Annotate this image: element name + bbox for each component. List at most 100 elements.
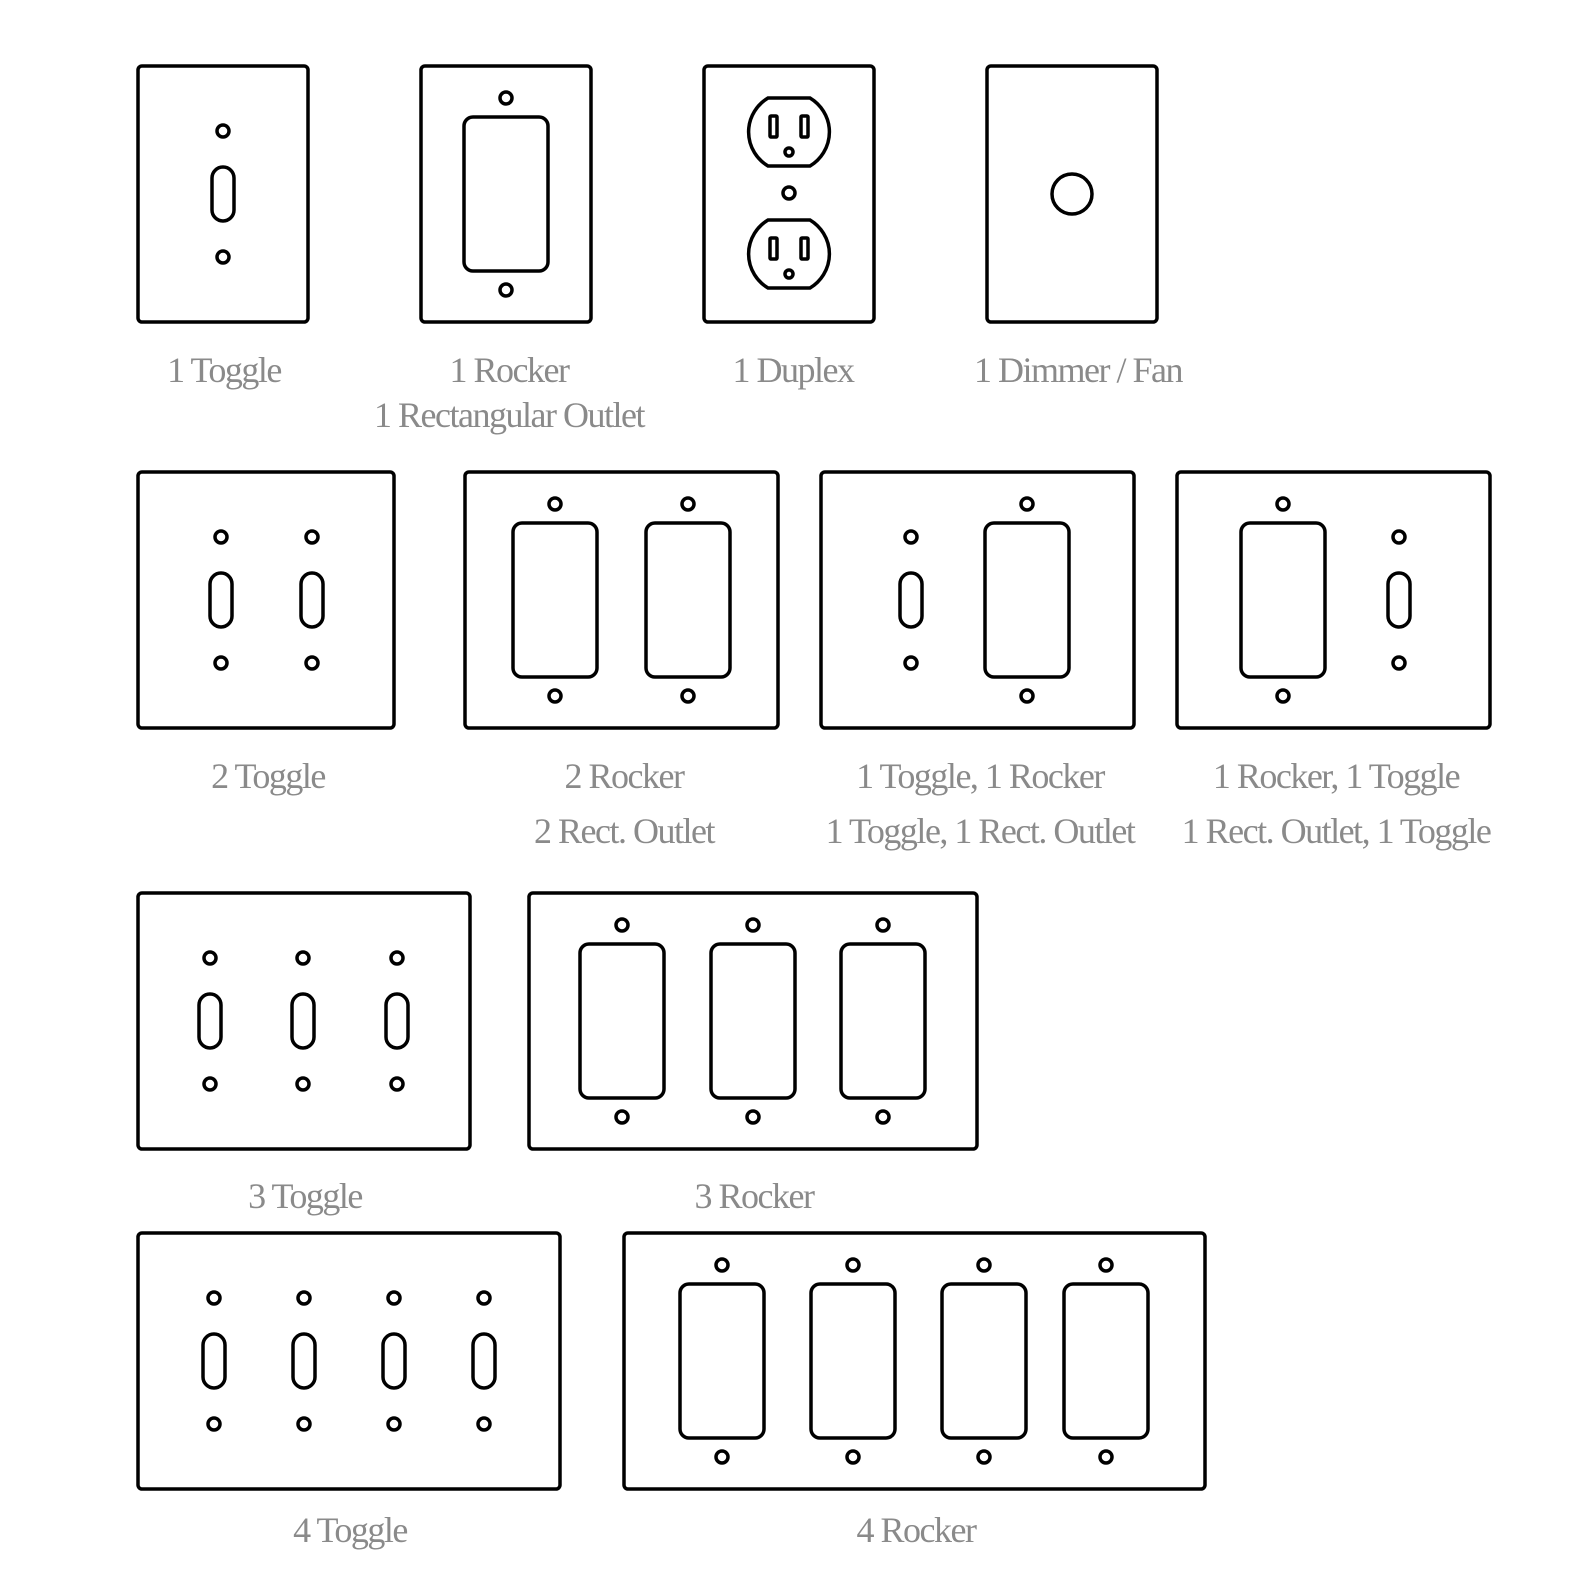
screw-hole (547, 496, 563, 512)
label-rocker-toggle: 1 Rocker, 1 Toggle (1212, 756, 1461, 796)
label-toggle-rect-outlet: 1 Toggle, 1 Rect. Outlet (825, 811, 1136, 851)
rocker-opening (839, 942, 927, 1100)
plate-frame (136, 64, 310, 324)
plate-1-rocker (419, 64, 593, 324)
rocker-opening (709, 942, 797, 1100)
screw-hole (845, 1449, 861, 1465)
ground-hole (783, 268, 795, 280)
label-2-toggle: 2 Toggle (211, 756, 326, 796)
toggle-slot (471, 1332, 497, 1390)
plate-4-toggle (136, 1231, 562, 1491)
screw-hole (680, 496, 696, 512)
plate-frame (1175, 470, 1492, 730)
label-2-rocker: 2 Rocker (564, 756, 685, 796)
screw-hole (1391, 655, 1407, 671)
plate-frame (136, 891, 472, 1151)
duplex-receptacle (746, 218, 832, 290)
plate-rocker-toggle (1175, 470, 1492, 730)
plate-frame (985, 64, 1159, 324)
screw-hole (304, 529, 320, 545)
plate-toggle-rocker (819, 470, 1136, 730)
screw-hole (296, 1416, 312, 1432)
toggle-slot (299, 571, 325, 629)
screw-hole (202, 1076, 218, 1092)
label-1-duplex: 1 Duplex (732, 350, 855, 390)
plate-frame (702, 64, 876, 324)
toggle-slot (290, 992, 316, 1050)
label-toggle-rocker: 1 Toggle, 1 Rocker (856, 756, 1105, 796)
screw-hole (976, 1257, 992, 1273)
label-rect-outlet-toggle: 1 Rect. Outlet, 1 Toggle (1181, 811, 1492, 851)
screw-hole (1391, 529, 1407, 545)
screw-hole (714, 1257, 730, 1273)
screw-hole (213, 655, 229, 671)
plate-2-rocker (463, 470, 780, 730)
screw-hole (745, 917, 761, 933)
label-1-toggle: 1 Toggle (167, 350, 282, 390)
screw-hole (389, 950, 405, 966)
toggle-slot (384, 992, 410, 1050)
screw-hole (547, 688, 563, 704)
screw-hole (976, 1449, 992, 1465)
receptacle-slot (768, 114, 779, 139)
plate-3-rocker (527, 891, 979, 1151)
screw-hole (206, 1290, 222, 1306)
label-3-rocker: 3 Rocker (694, 1176, 815, 1216)
receptacle-slot (768, 236, 779, 261)
receptacle-slot (799, 114, 810, 139)
screw-hole (1275, 688, 1291, 704)
toggle-slot (898, 571, 924, 629)
screw-hole (498, 282, 514, 298)
screw-hole (296, 1290, 312, 1306)
plate-1-duplex (702, 64, 876, 324)
plate-1-toggle (136, 64, 310, 324)
rocker-opening (1239, 521, 1327, 679)
toggle-slot (1386, 571, 1412, 629)
screw-hole (476, 1290, 492, 1306)
screw-hole (295, 1076, 311, 1092)
screw-hole (213, 529, 229, 545)
screw-hole (875, 917, 891, 933)
receptacle-face (746, 218, 832, 290)
screw-hole (206, 1416, 222, 1432)
screw-hole (745, 1109, 761, 1125)
screw-hole (1098, 1449, 1114, 1465)
rocker-opening (983, 521, 1071, 679)
rocker-opening (809, 1282, 897, 1440)
plate-frame (527, 891, 979, 1151)
screw-hole (215, 249, 231, 265)
plate-frame (622, 1231, 1207, 1491)
plate-frame (136, 1231, 562, 1491)
screw-hole (304, 655, 320, 671)
screw-hole (1098, 1257, 1114, 1273)
plate-1-dimmer (985, 64, 1159, 324)
screw-hole (614, 1109, 630, 1125)
rocker-opening (462, 115, 550, 273)
screw-hole (903, 655, 919, 671)
screw-hole (714, 1449, 730, 1465)
screw-hole (215, 123, 231, 139)
toggle-slot (197, 992, 223, 1050)
ground-hole (783, 146, 795, 158)
plate-3-toggle (136, 891, 472, 1151)
label-1-dimmer-fan: 1 Dimmer / Fan (974, 350, 1183, 390)
plate-frame (136, 470, 396, 730)
toggle-slot (381, 1332, 407, 1390)
plate-2-toggle (136, 470, 396, 730)
screw-hole (498, 90, 514, 106)
screw-hole (476, 1416, 492, 1432)
receptacle-slot (799, 236, 810, 261)
rocker-opening (940, 1282, 1028, 1440)
rocker-opening (678, 1282, 766, 1440)
screw-hole (875, 1109, 891, 1125)
label-2-rect-outlet: 2 Rect. Outlet (534, 811, 715, 851)
screw-hole (1019, 688, 1035, 704)
screw-hole (386, 1416, 402, 1432)
duplex-receptacle (746, 96, 832, 168)
plate-frame (819, 470, 1136, 730)
screw-hole (1019, 496, 1035, 512)
toggle-slot (210, 165, 236, 223)
rocker-opening (578, 942, 666, 1100)
label-4-rocker: 4 Rocker (856, 1510, 977, 1550)
rocker-opening (644, 521, 732, 679)
